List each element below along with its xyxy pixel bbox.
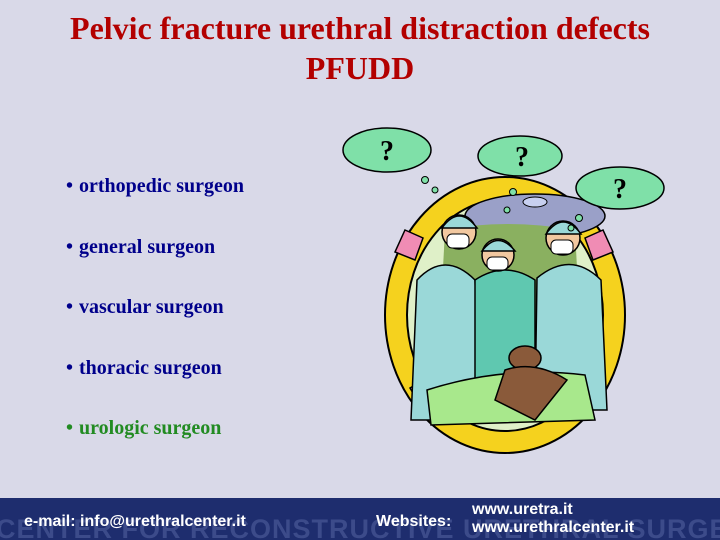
footer-websites-label: Websites: (376, 513, 452, 530)
question-mark-1: ? (380, 136, 394, 167)
bullet-thoracic: •thoracic surgeon (66, 352, 244, 413)
surgeon-right-mask (550, 239, 574, 255)
slide-title: Pelvic fracture urethral distraction def… (0, 8, 720, 88)
surgeons-illustration: ? ? ? (342, 127, 665, 454)
question-mark-2: ? (515, 142, 529, 173)
surgeon-list: •orthopedic surgeon •general surgeon •va… (66, 170, 244, 473)
footer-watermark: CENTER FOR RECONSTRUCTIVE URETHRAL SURGE… (0, 514, 720, 540)
footer-site-2: www.urethralcenter.it (472, 519, 635, 536)
thought-bubble-1: ? (342, 127, 439, 194)
surgeon-left-mask (446, 233, 470, 249)
bullet-text: thoracic surgeon (79, 356, 222, 379)
bullet-dot: • (66, 235, 74, 258)
frame-pink-segment (584, 229, 615, 261)
footer-email: e-mail: info@urethralcenter.it (24, 513, 246, 530)
bullet-dot: • (66, 356, 74, 379)
bullet-dot: • (66, 417, 74, 439)
footer-site-1: www.uretra.it (472, 501, 573, 518)
bullet-vascular: •vascular surgeon (66, 291, 244, 352)
patient-body (494, 365, 569, 421)
lamp-light (522, 196, 548, 208)
title-line-1: Pelvic fracture urethral distraction def… (70, 10, 650, 46)
bullet-text: orthopedic surgeon (79, 175, 245, 197)
question-mark-3: ? (613, 174, 627, 205)
surgeon-middle-mask (486, 256, 509, 271)
title-line-2: PFUDD (305, 50, 415, 86)
surgeon-left-cap (440, 215, 479, 229)
bullet-dot: • (66, 296, 74, 318)
bullet-general: •general surgeon (66, 231, 244, 292)
bullet-urologic: •urologic surgeon (66, 412, 244, 473)
footer-bar: CENTER FOR RECONSTRUCTIVE URETHRAL SURGE… (0, 498, 720, 540)
bullet-text: general surgeon (79, 235, 216, 258)
bullet-text: urologic surgeon (79, 417, 222, 439)
bullet-orthopedic: •orthopedic surgeon (66, 170, 244, 231)
bullet-text: vascular surgeon (79, 296, 224, 318)
surgeon-middle-cap (480, 239, 517, 252)
thought-bubble-3: ? (567, 166, 665, 232)
frame-pink-segment (393, 229, 424, 261)
thought-bubble-2: ? (477, 135, 563, 214)
bullet-dot: • (66, 175, 74, 197)
